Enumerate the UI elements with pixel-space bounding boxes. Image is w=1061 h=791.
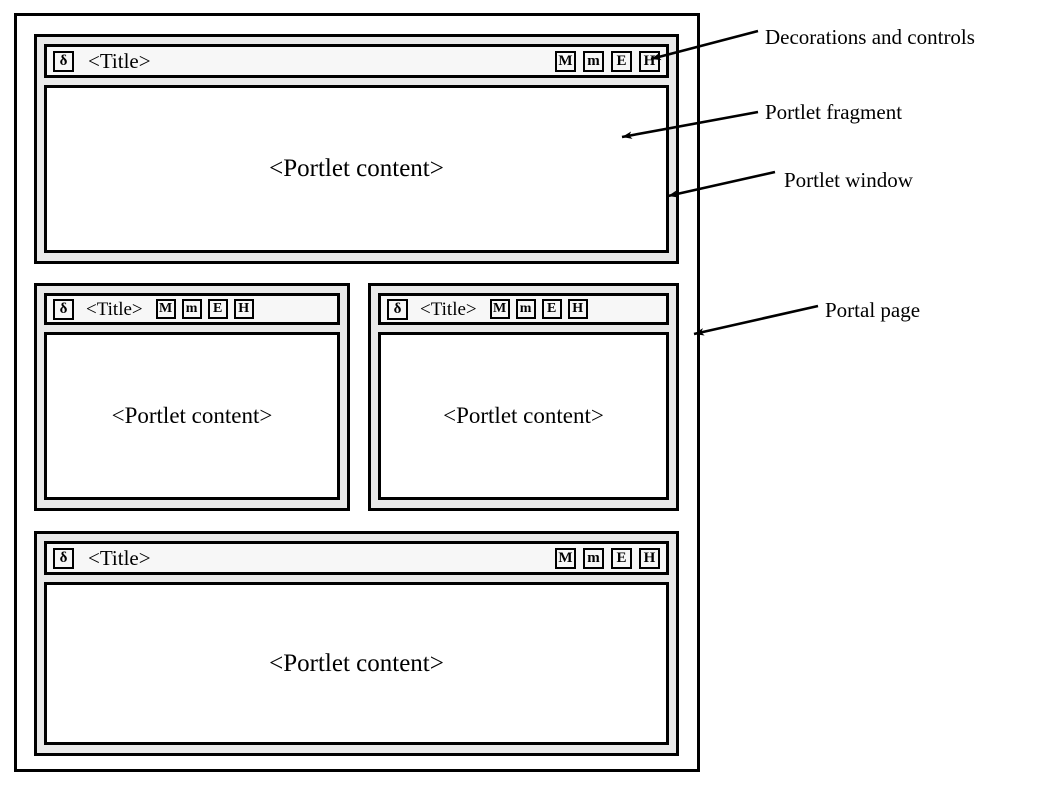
maximize-button[interactable]: M xyxy=(555,547,576,569)
portlet-title: <Title> xyxy=(86,298,143,320)
maximize-button[interactable]: M xyxy=(489,299,510,319)
portlet-titlebar-bottom: δ <Title> M m E H xyxy=(44,541,669,575)
portlet-fragment-middle-right: <Portlet content> xyxy=(378,332,669,500)
portlet-title: <Title> xyxy=(88,48,151,73)
annotation-portal-page: Portal page xyxy=(825,298,921,322)
maximize-button[interactable]: M xyxy=(155,299,176,319)
portlet-controls-middle-left: M m E H xyxy=(155,299,254,319)
portlet-titlebar-middle-right: δ <Title> M m E H xyxy=(378,293,669,325)
portlet-controls-bottom: M m E H xyxy=(555,547,660,569)
portlet-content-text: <Portlet content> xyxy=(111,403,273,428)
portlet-title: <Title> xyxy=(420,298,477,320)
annotation-decorations-and-controls: Decorations and controls xyxy=(765,25,975,49)
delta-icon[interactable]: δ xyxy=(53,298,74,320)
portlet-window-bottom: δ <Title> M m E H <Portlet content> xyxy=(34,531,679,756)
minimize-button[interactable]: m xyxy=(583,50,604,72)
help-button[interactable]: H xyxy=(567,299,588,319)
minimize-button[interactable]: m xyxy=(583,547,604,569)
portal-page: δ <Title> M m E H <Portlet content> δ <T… xyxy=(14,13,700,772)
edit-button[interactable]: E xyxy=(611,50,632,72)
portlet-window-top: δ <Title> M m E H <Portlet content> xyxy=(34,34,679,264)
minimize-button[interactable]: m xyxy=(181,299,202,319)
edit-button[interactable]: E xyxy=(207,299,228,319)
portlet-window-middle-right: δ <Title> M m E H <Portlet content> xyxy=(368,283,679,511)
minimize-button[interactable]: m xyxy=(515,299,536,319)
portlet-content-text: <Portlet content> xyxy=(269,155,444,182)
delta-icon[interactable]: δ xyxy=(53,50,74,72)
portlet-fragment-top: <Portlet content> xyxy=(44,85,669,253)
annotation-portlet-fragment: Portlet fragment xyxy=(765,100,903,124)
annotation-portlet-window: Portlet window xyxy=(784,168,913,192)
portlet-controls-middle-right: M m E H xyxy=(489,299,588,319)
help-button[interactable]: H xyxy=(639,50,660,72)
edit-button[interactable]: E xyxy=(541,299,562,319)
portlet-fragment-bottom: <Portlet content> xyxy=(44,582,669,745)
portlet-titlebar-top: δ <Title> M m E H xyxy=(44,44,669,78)
help-button[interactable]: H xyxy=(233,299,254,319)
portlet-title: <Title> xyxy=(88,545,151,570)
portlet-titlebar-middle-left: δ <Title> M m E H xyxy=(44,293,340,325)
delta-icon[interactable]: δ xyxy=(387,298,408,320)
portlet-fragment-middle-left: <Portlet content> xyxy=(44,332,340,500)
portlet-content-text: <Portlet content> xyxy=(269,649,444,677)
edit-button[interactable]: E xyxy=(611,547,632,569)
help-button[interactable]: H xyxy=(639,547,660,569)
portlet-content-text: <Portlet content> xyxy=(443,403,604,428)
portlet-controls-top: M m E H xyxy=(555,50,660,72)
leader-portal-page xyxy=(693,304,819,336)
maximize-button[interactable]: M xyxy=(555,50,576,72)
portlet-window-middle-left: δ <Title> M m E H <Portlet content> xyxy=(34,283,350,511)
delta-icon[interactable]: δ xyxy=(53,547,74,569)
